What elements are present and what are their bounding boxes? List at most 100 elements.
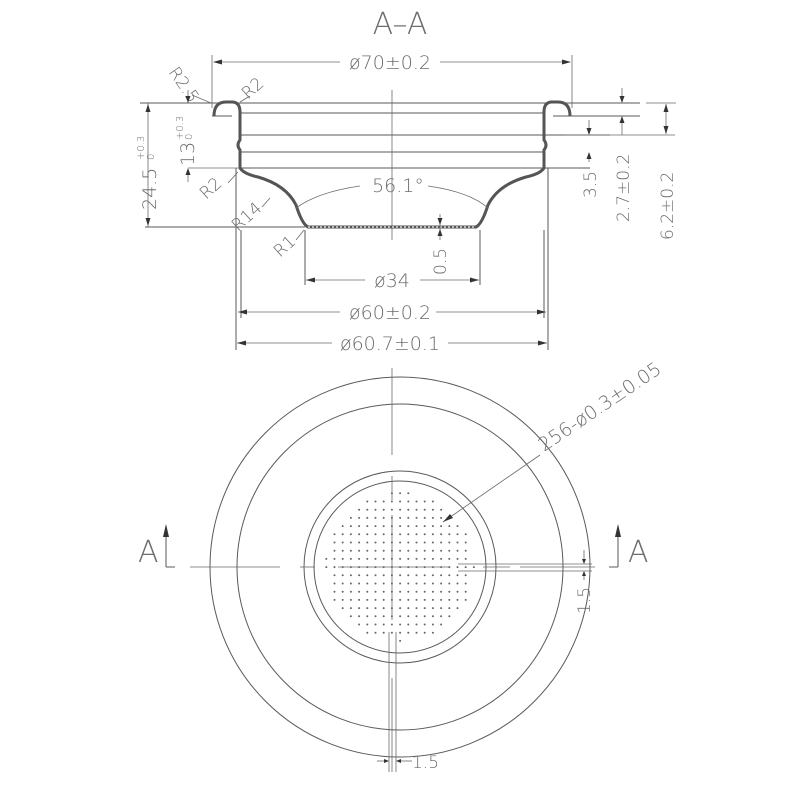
- filter-hole: [464, 549, 467, 552]
- filter-hole: [374, 557, 377, 560]
- filter-hole: [341, 557, 344, 560]
- filter-hole: [333, 590, 336, 593]
- svg-text:ø60±0.2: ø60±0.2: [349, 302, 431, 324]
- filter-hole: [333, 557, 336, 560]
- filter-hole: [440, 557, 443, 560]
- filter-hole: [415, 623, 418, 626]
- filter-hole: [390, 607, 393, 610]
- filter-hole: [407, 516, 410, 519]
- filter-hole: [399, 639, 402, 642]
- filter-hole: [399, 533, 402, 536]
- filter-hole: [431, 598, 434, 601]
- filter-hole: [399, 582, 402, 585]
- filter-hole: [407, 549, 410, 552]
- filter-hole: [440, 549, 443, 552]
- filter-hole: [382, 557, 385, 560]
- filter-hole: [423, 607, 426, 610]
- svg-text:0: 0: [146, 154, 157, 160]
- filter-hole: [382, 615, 385, 618]
- filter-hole: [399, 590, 402, 593]
- filter-hole: [423, 623, 426, 626]
- filter-hole: [382, 590, 385, 593]
- filter-hole: [456, 607, 459, 610]
- filter-hole: [382, 516, 385, 519]
- filter-hole: [448, 615, 451, 618]
- filter-hole: [358, 566, 361, 569]
- filter-hole: [374, 549, 377, 552]
- svg-text:6.2±0.2: 6.2±0.2: [658, 172, 678, 240]
- filter-hole: [390, 574, 393, 577]
- svg-text:256-ø0.3±0.05: 256-ø0.3±0.05: [534, 358, 665, 456]
- filter-hole: [382, 500, 385, 503]
- filter-hole: [415, 557, 418, 560]
- filter-hole: [423, 631, 426, 634]
- label-r1: R1: [270, 232, 300, 262]
- filter-hole: [341, 590, 344, 593]
- plan-view: 256-ø0.3±0.05 A A 1.5: [138, 358, 666, 773]
- filter-hole: [448, 607, 451, 610]
- filter-hole: [407, 492, 410, 495]
- filter-hole: [358, 557, 361, 560]
- filter-hole: [382, 582, 385, 585]
- filter-hole: [374, 582, 377, 585]
- filter-hole: [415, 508, 418, 511]
- filter-hole: [341, 566, 344, 569]
- filter-hole: [366, 582, 369, 585]
- svg-text:56.1°: 56.1°: [372, 175, 424, 197]
- dim-wall-height: 13 +0.3 0: [175, 90, 240, 182]
- filter-hole: [358, 508, 361, 511]
- filter-hole: [456, 590, 459, 593]
- filter-hole: [431, 631, 434, 634]
- filter-hole: [374, 598, 377, 601]
- svg-text:0: 0: [184, 134, 195, 140]
- filter-hole: [358, 516, 361, 519]
- filter-hole: [399, 598, 402, 601]
- label-r14: R14: [228, 198, 266, 235]
- filter-hole: [407, 590, 410, 593]
- filter-hole: [431, 557, 434, 560]
- filter-hole: [374, 566, 377, 569]
- filter-hole: [349, 516, 352, 519]
- filter-hole: [448, 549, 451, 552]
- filter-hole: [390, 582, 393, 585]
- dim-offset-right: 1.5: [575, 550, 595, 614]
- section-view: A–A ø70±0.2 R2.5 R2: [136, 7, 678, 355]
- filter-hole: [366, 566, 369, 569]
- filter-hole: [333, 541, 336, 544]
- filter-hole: [374, 533, 377, 536]
- filter-hole: [366, 615, 369, 618]
- filter-hole: [349, 557, 352, 560]
- filter-hole: [423, 508, 426, 511]
- filter-hole: [333, 566, 336, 569]
- dim-groove-height: 2.7±0.2: [614, 88, 634, 222]
- filter-hole: [390, 549, 393, 552]
- dim-rim-height: 6.2±0.2: [565, 102, 678, 240]
- filter-hole: [358, 598, 361, 601]
- filter-hole: [358, 541, 361, 544]
- filter-hole: [399, 516, 402, 519]
- filter-hole: [415, 533, 418, 536]
- filter-hole: [349, 607, 352, 610]
- filter-hole: [423, 615, 426, 618]
- filter-hole: [431, 590, 434, 593]
- filter-hole: [415, 590, 418, 593]
- filter-hole: [390, 508, 393, 511]
- filter-hole: [366, 631, 369, 634]
- filter-hole: [390, 631, 393, 634]
- filter-hole: [390, 598, 393, 601]
- filter-hole: [382, 525, 385, 528]
- filter-hole: [382, 607, 385, 610]
- svg-text:A: A: [628, 535, 649, 570]
- dim-cone-angle: 56.1°: [295, 175, 489, 209]
- svg-text:ø34: ø34: [374, 270, 410, 292]
- filter-hole: [366, 623, 369, 626]
- filter-hole: [440, 525, 443, 528]
- section-marker-right: A: [609, 524, 649, 570]
- filter-hole: [349, 582, 352, 585]
- filter-hole: [448, 557, 451, 560]
- filter-hole: [415, 516, 418, 519]
- filter-hole: [456, 574, 459, 577]
- filter-hole: [349, 566, 352, 569]
- filter-hole: [431, 549, 434, 552]
